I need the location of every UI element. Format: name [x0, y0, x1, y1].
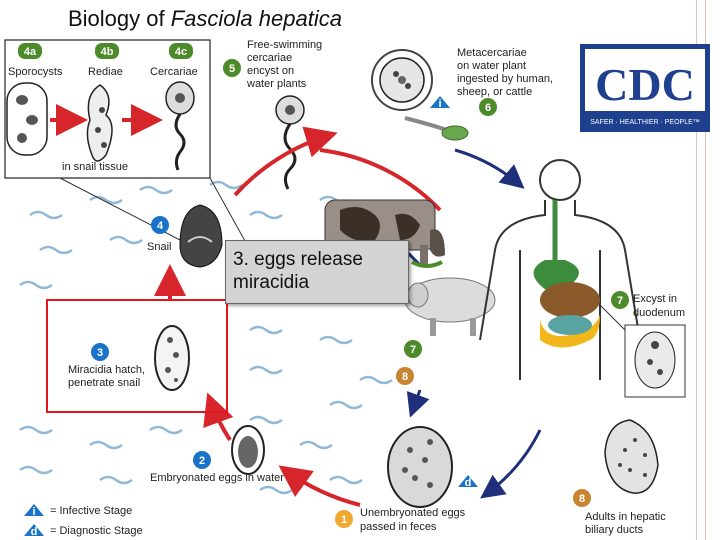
badge-2: 2: [193, 451, 211, 469]
title-species: Fasciola hepatica: [170, 6, 342, 31]
svg-text:7: 7: [617, 295, 623, 307]
badge-7-human: 7: [611, 291, 629, 309]
legend: i = Infective Stage d = Diagnostic Stage: [24, 504, 143, 538]
svg-text:CDC: CDC: [595, 59, 695, 110]
label-stage-3: Miracidia hatch, penetrate snail: [68, 364, 148, 389]
badge-3: 3: [91, 343, 109, 361]
badge-4a: 4a: [18, 43, 42, 59]
spoon-with-plant-illustration: [404, 116, 469, 141]
snail-illustration: [179, 204, 223, 268]
grass-illustration: [411, 260, 443, 268]
arrow-to-human: [454, 148, 525, 189]
sporocyst-illustration: [6, 82, 48, 156]
legend-diagnostic-label: = Diagnostic Stage: [50, 525, 143, 537]
arrow-snail-to-cercariae: [233, 126, 338, 197]
badge-diagnostic-d: d: [458, 475, 478, 489]
excysting-fluke-illustration: [624, 324, 686, 398]
slide-title: Biology of Fasciola hepatica: [68, 6, 342, 32]
svg-text:4c: 4c: [175, 46, 187, 58]
label-stage-5: Free-swimming cercariae encyst on water …: [246, 39, 325, 90]
adult-fluke-illustration: [604, 419, 659, 494]
title-prefix: Biology of: [68, 6, 171, 31]
callout-line-2: miracidia: [233, 272, 310, 293]
svg-text:5: 5: [229, 63, 235, 75]
unembryonated-egg-illustration: [387, 426, 453, 508]
svg-text:7: 7: [410, 344, 416, 356]
badge-4: 4: [151, 216, 169, 234]
arrow-human-to-eggs: [480, 429, 542, 499]
callout-box: 3. eggs release miracidia: [225, 240, 409, 304]
cdc-logo: CDC SAFER · HEALTHIER · PEOPLE™: [580, 44, 710, 132]
arrow-animal-to-eggs: [406, 389, 430, 418]
badge-infective-i: i: [430, 96, 450, 110]
badge-5: 5: [223, 59, 241, 77]
badge-4c: 4c: [169, 43, 193, 59]
slide-decoration-line: [696, 0, 706, 540]
human-body-illustration: [479, 159, 641, 380]
cercaria-illustration: [165, 81, 195, 171]
badge-6: 6: [479, 98, 497, 116]
label-stage-8: Adults in hepatic biliary ducts: [585, 511, 669, 536]
miracidia-highlight-box: [46, 299, 228, 413]
svg-text:1: 1: [341, 514, 347, 526]
label-stage-7: Excyst in duodenum: [633, 293, 685, 319]
svg-text:6: 6: [485, 102, 491, 114]
label-snail: Snail: [147, 241, 171, 253]
badge-8-animal: 8: [396, 367, 414, 385]
callout-line-1: 3. eggs release: [233, 249, 363, 270]
svg-text:d: d: [465, 477, 472, 489]
svg-text:d: d: [31, 526, 38, 538]
badge-4b: 4b: [95, 43, 119, 59]
arrow-eggs-to-embryonated: [278, 465, 361, 507]
svg-text:3: 3: [97, 347, 103, 359]
redia-illustration: [86, 84, 113, 162]
label-stage-2: Embryonated eggs in water: [150, 472, 284, 484]
free-cercaria-illustration: [275, 95, 305, 190]
legend-diagnostic-icon: d: [24, 524, 44, 538]
arrow-embryonated-to-miracidia: [203, 392, 234, 442]
embryonated-egg-illustration: [231, 425, 265, 475]
legend-infective-icon: i: [24, 504, 44, 518]
arrow-circle-upper: [319, 148, 442, 212]
svg-text:8: 8: [579, 493, 585, 505]
svg-text:2: 2: [199, 455, 205, 467]
label-cercariae: Cercariae: [150, 66, 198, 78]
svg-text:4: 4: [157, 220, 164, 232]
label-rediae: Rediae: [88, 66, 123, 78]
label-sporocysts: Sporocysts: [8, 66, 63, 78]
svg-text:4a: 4a: [24, 46, 37, 58]
label-stage-6: Metacercariae on water plant ingested by…: [457, 47, 556, 98]
badge-1: 1: [335, 510, 353, 528]
badge-8-human: 8: [573, 489, 591, 507]
miracidium-illustration: [154, 325, 190, 391]
badge-7-animal: 7: [404, 340, 422, 358]
svg-text:SAFER · HEALTHIER · PEOPLE™: SAFER · HEALTHIER · PEOPLE™: [590, 119, 700, 126]
label-stage-1: Unembryonated eggs passed in feces: [360, 507, 468, 533]
legend-infective-label: = Infective Stage: [50, 505, 132, 517]
svg-text:8: 8: [402, 371, 408, 383]
svg-text:i: i: [32, 506, 35, 518]
svg-text:4b: 4b: [101, 46, 114, 58]
metacercaria-illustration: [371, 49, 433, 111]
svg-text:i: i: [438, 98, 441, 110]
label-in-snail-tissue: in snail tissue: [62, 161, 128, 173]
